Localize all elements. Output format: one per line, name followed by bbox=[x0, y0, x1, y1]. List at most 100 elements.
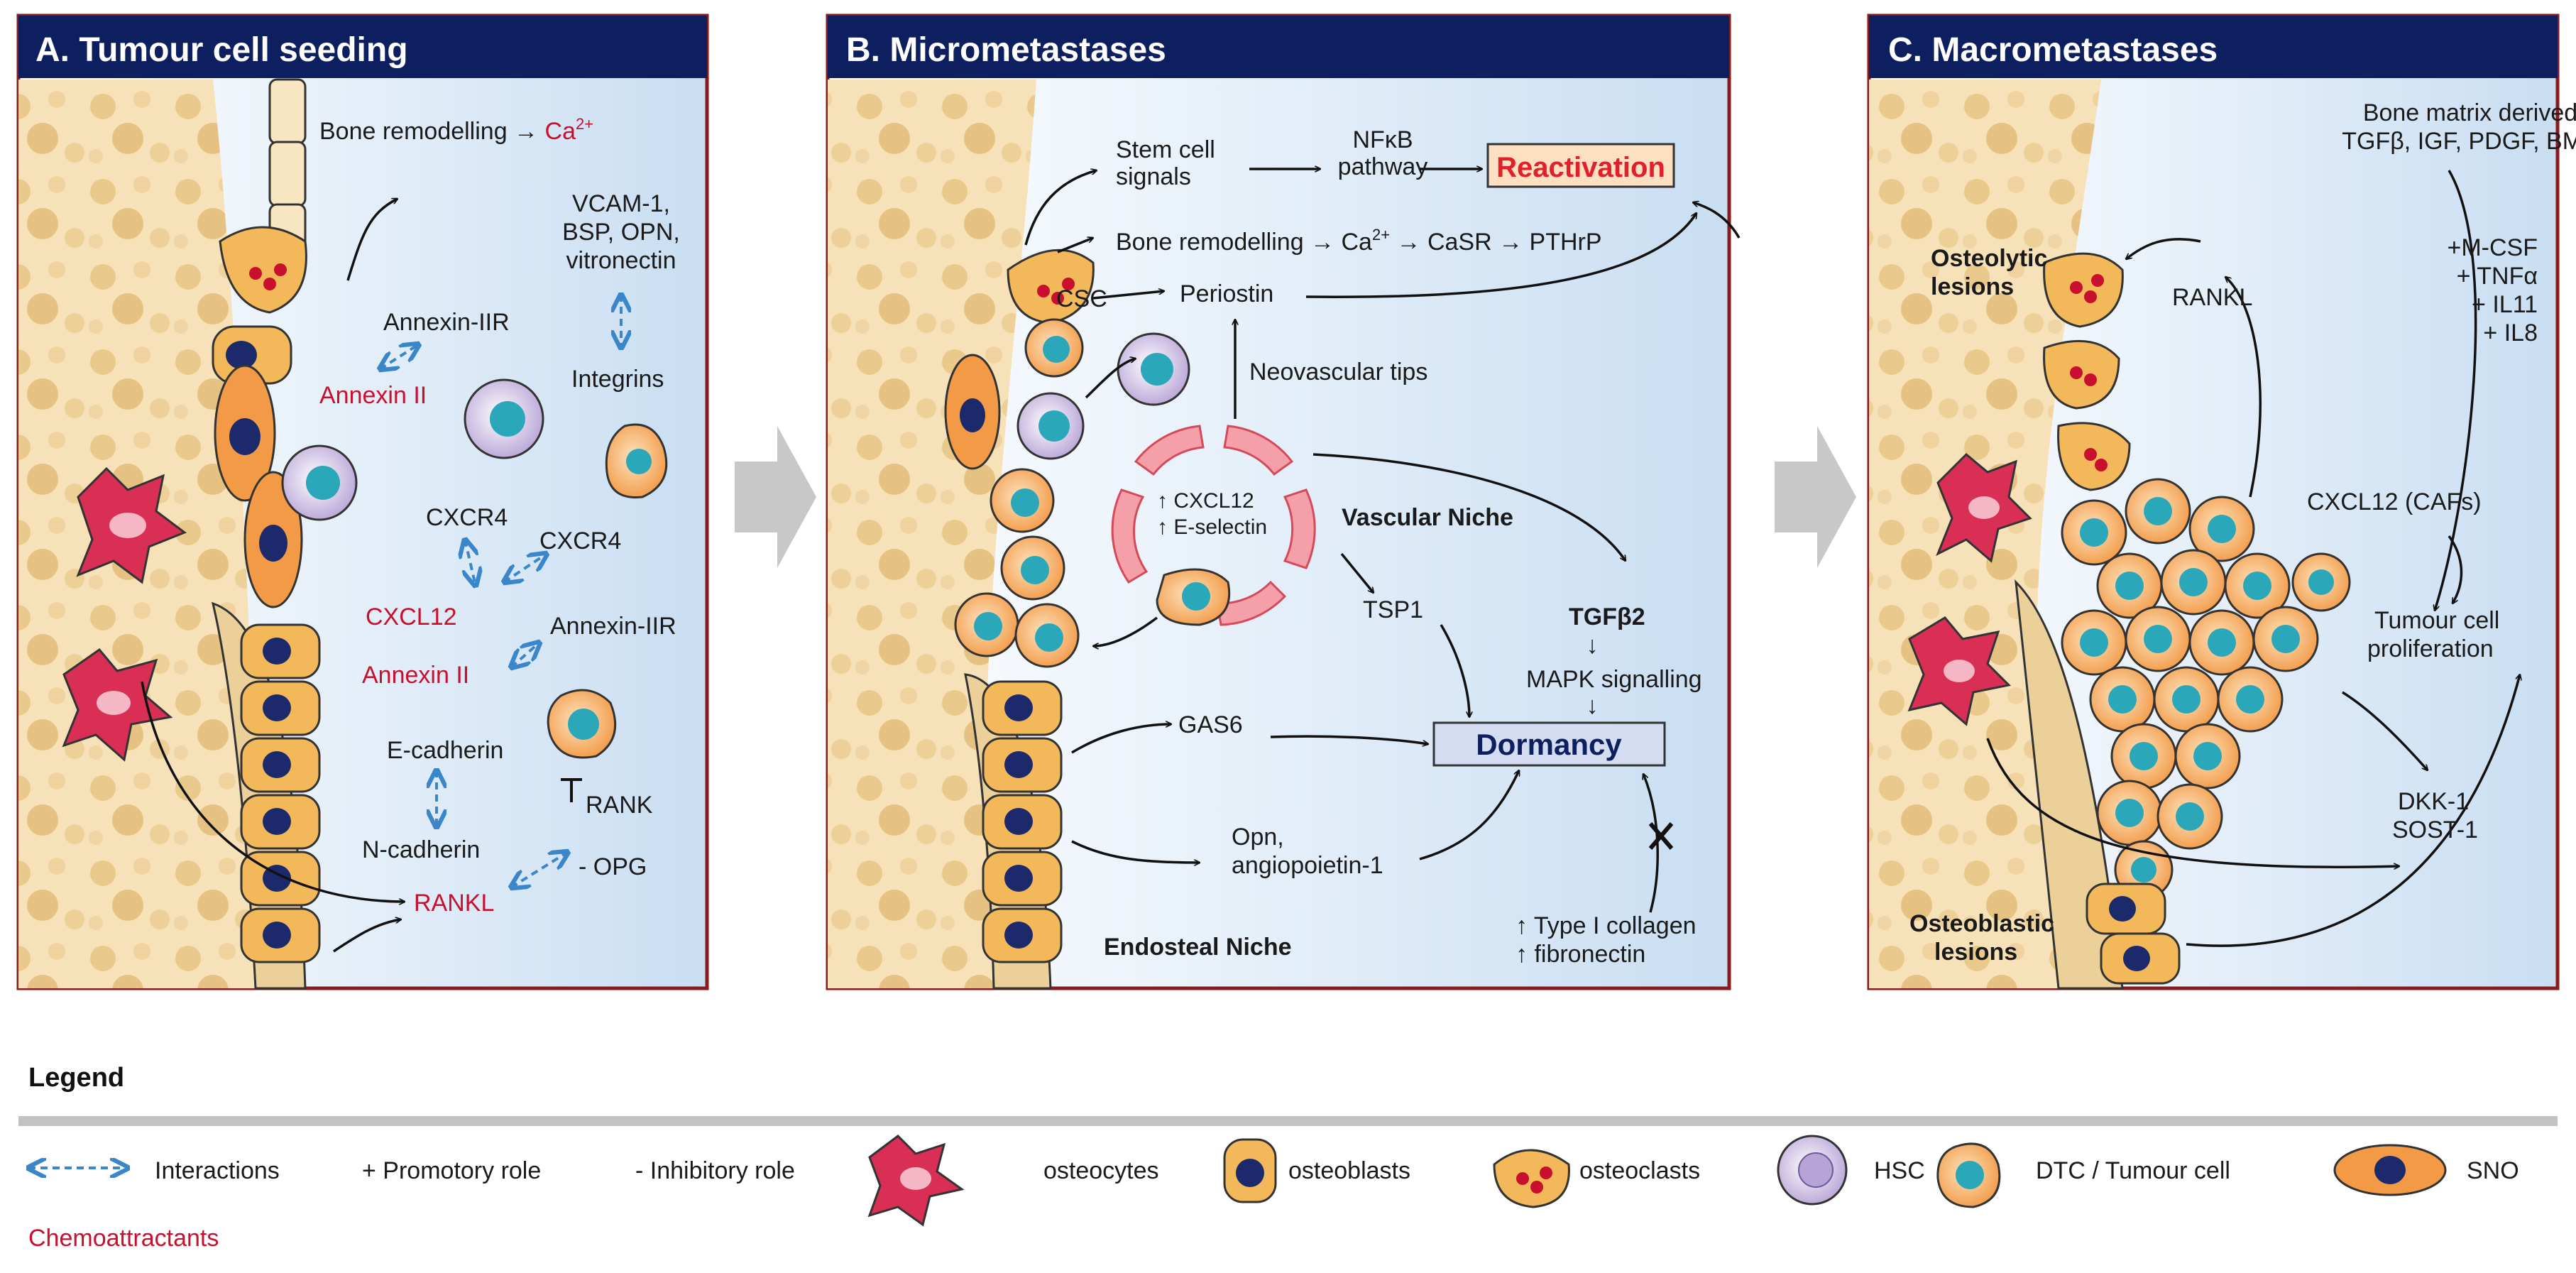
panel-b-title: B. Micrometastases bbox=[846, 31, 1166, 69]
panel-a-title: A. Tumour cell seeding bbox=[35, 31, 408, 69]
panel-c-arrows bbox=[1986, 170, 2520, 947]
legend-promotory: + Promotory role bbox=[362, 1157, 541, 1184]
label-bone-remodelling-a: Bone remodelling → Ca2+ bbox=[319, 115, 593, 145]
legend-divider bbox=[18, 1116, 2558, 1126]
label-annexin-ii-b: Annexin II bbox=[362, 662, 469, 689]
label-tsp1: TSP1 bbox=[1363, 596, 1423, 623]
label-reactivation: Reactivation bbox=[1496, 152, 1665, 183]
dtc-tumour-cell bbox=[547, 689, 617, 759]
label-neovascular-tips: Neovascular tips bbox=[1249, 359, 1427, 386]
interaction-arrows-a bbox=[380, 295, 621, 887]
label-n-cadherin: N-cadherin bbox=[362, 836, 480, 863]
label-cxcl12-b: ↑ CXCL12 bbox=[1157, 489, 1254, 513]
panel-c-osteoblasts bbox=[2086, 883, 2181, 985]
osteoclast-legend-icon bbox=[1493, 1149, 1570, 1208]
panel-b-osteoblast-stack bbox=[982, 680, 1063, 963]
hsc-cell bbox=[281, 444, 358, 521]
label-dormancy: Dormancy bbox=[1476, 728, 1622, 761]
tumour-mass bbox=[2061, 478, 2351, 900]
label-promoters: +M-CSF+ TNFα+ IL11+ IL8 bbox=[2448, 234, 2538, 346]
legend-osteoblasts: osteoblasts bbox=[1288, 1157, 1410, 1184]
label-mapk-arrow-1: ↓ bbox=[1586, 632, 1599, 659]
label-vascular-niche: Vascular Niche bbox=[1342, 504, 1513, 531]
legend-osteocytes: osteocytes bbox=[1043, 1157, 1159, 1184]
legend-sno: SNO bbox=[2467, 1157, 2519, 1184]
sno-legend-icon bbox=[2333, 1144, 2447, 1196]
label-collagen: ↑ Type I collagen bbox=[1516, 912, 1697, 939]
transition-arrow-b-c bbox=[1775, 426, 1856, 568]
label-rankl-c: RANKL bbox=[2172, 284, 2252, 311]
arrow-osteoblast-rankl bbox=[333, 919, 401, 953]
label-bone-remodelling-b: Bone remodelling → Ca2+ → CaSR → PTHrP bbox=[1116, 226, 1602, 256]
legend-chemoattractants: Chemoattractants bbox=[28, 1225, 219, 1252]
legend-hsc: HSC bbox=[1874, 1157, 1925, 1184]
label-rankl-a: RANKL bbox=[414, 890, 494, 917]
label-rank: RANK bbox=[586, 792, 653, 819]
panel-b-arrows bbox=[1024, 169, 1741, 913]
osteocyte-cell bbox=[1907, 616, 2012, 726]
dtc-legend-icon bbox=[1936, 1142, 2001, 1208]
label-e-selectin: ↑ E-selectin bbox=[1157, 515, 1267, 539]
label-cxcl12-a: CXCL12 bbox=[366, 603, 457, 630]
legend-inhibitory: - Inhibitory role bbox=[635, 1157, 795, 1184]
vascular-niche-vessel bbox=[1111, 425, 1316, 626]
osteoclast-cells bbox=[2043, 252, 2131, 491]
panel-b-header bbox=[828, 16, 1729, 78]
panel-c: C. Macrometastases bbox=[1867, 13, 2576, 990]
osteocyte-legend-icon bbox=[867, 1135, 965, 1227]
label-opn: Opn,angiopoietin-1 bbox=[1232, 824, 1383, 879]
label-annexin-ii-a: Annexin II bbox=[319, 382, 427, 409]
transition-arrow-a-b bbox=[735, 426, 816, 568]
osteoclast-cell bbox=[1007, 248, 1095, 324]
legend-interactions: Interactions bbox=[155, 1157, 280, 1184]
label-cxcl12-cafs: CXCL12 (CAFs) bbox=[2307, 488, 2482, 515]
legend-title: Legend bbox=[28, 1063, 124, 1093]
osteocyte-cell bbox=[76, 466, 187, 584]
inhibition-cross-icon bbox=[1648, 822, 1674, 850]
panel-c-title: C. Macrometastases bbox=[1888, 31, 2218, 69]
label-annexin-iir-a: Annexin-IIR bbox=[383, 309, 510, 336]
label-annexin-iir-b: Annexin-IIR bbox=[550, 613, 676, 640]
hsc-legend-icon bbox=[1777, 1135, 1848, 1206]
label-cxcr4-a: CXCR4 bbox=[426, 504, 508, 531]
label-opg: - OPG bbox=[579, 853, 647, 880]
label-csc: CSC bbox=[1056, 285, 1107, 312]
panel-c-header bbox=[1869, 16, 2558, 78]
reactivation-box bbox=[1486, 143, 1675, 188]
arrow-osteocyte-rankl bbox=[141, 681, 405, 902]
dtc-tumour-cell bbox=[1156, 568, 1231, 626]
dtc-tumour-cell bbox=[605, 423, 668, 499]
legend: Legend Interactions + Promotory role - I… bbox=[18, 1063, 2558, 1252]
label-cxcr4-b: CXCR4 bbox=[539, 528, 621, 554]
osteoclast-cell bbox=[219, 226, 307, 314]
panel-a: A. Tumour cell seeding bbox=[16, 13, 709, 990]
osteoblast-cells bbox=[212, 325, 303, 608]
osteocyte-cell bbox=[1936, 452, 2032, 563]
osteoblast-legend-icon bbox=[1223, 1138, 1277, 1203]
label-mapk: MAPK signalling bbox=[1526, 666, 1702, 693]
label-endosteal-niche: Endosteal Niche bbox=[1104, 934, 1292, 961]
panel-a-osteoblast-stack bbox=[240, 623, 321, 963]
label-integrins: Integrins bbox=[571, 366, 664, 393]
legend-dtc: DTC / Tumour cell bbox=[2036, 1157, 2230, 1184]
panel-b-cell-cluster bbox=[944, 318, 1190, 668]
label-tgfb2: TGFβ2 bbox=[1569, 603, 1645, 630]
label-periostin: Periostin bbox=[1180, 280, 1273, 307]
arrow-remodelling bbox=[346, 197, 398, 281]
legend-osteoclasts: osteoclasts bbox=[1579, 1157, 1700, 1184]
dormancy-box bbox=[1432, 721, 1666, 767]
panel-a-header bbox=[18, 16, 707, 78]
label-fibronectin: ↑ fibronectin bbox=[1516, 941, 1645, 968]
panel-b: B. Micrometastases bbox=[826, 13, 1741, 990]
rank-receptor-icon bbox=[561, 778, 582, 802]
label-gas6: GAS6 bbox=[1178, 711, 1243, 738]
label-vcam: VCAM-1,BSP, OPN,vitronectin bbox=[562, 190, 680, 274]
